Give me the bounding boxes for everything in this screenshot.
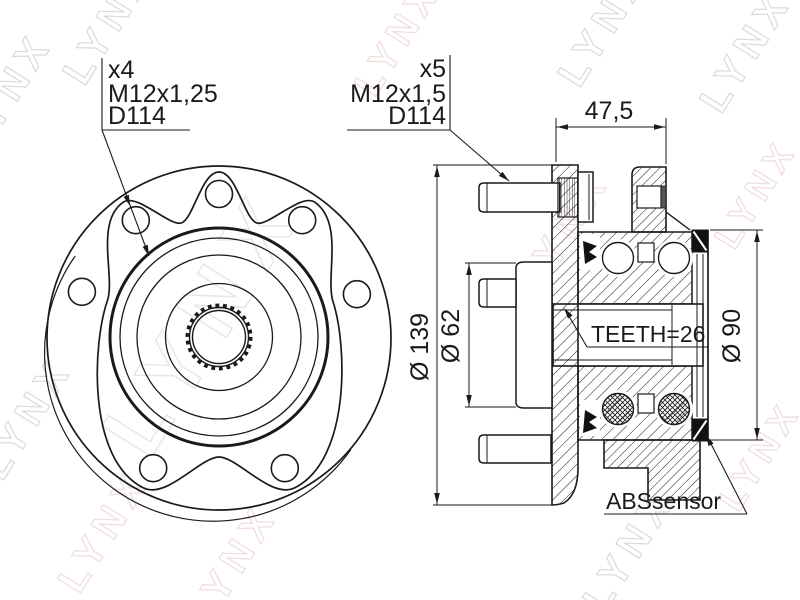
flange-lobe-contour	[96, 171, 343, 491]
hub-pilot-ring-inner	[119, 237, 319, 437]
dimension-lines	[433, 118, 763, 506]
callout-arrows	[123, 171, 714, 447]
dim-pilot-d: Ø 62	[437, 309, 465, 363]
pilot-spigot	[515, 261, 553, 409]
leader-x4	[101, 129, 150, 257]
watermark-text: LYNX	[692, 0, 800, 120]
bolt-hole-right	[342, 279, 372, 309]
hub-face-circle	[136, 254, 302, 420]
flange-section	[551, 164, 579, 506]
ring-shoulder-line	[665, 211, 691, 231]
cage-top	[637, 242, 655, 263]
spline-teeth-ring	[185, 303, 253, 371]
cage-bottom	[637, 393, 655, 414]
right-bolt-pcd: D114	[388, 102, 446, 130]
callout-lines	[101, 55, 748, 515]
bolt-hole-upper-right	[287, 205, 317, 235]
wheel-studs	[478, 171, 594, 464]
seal-square-slash	[692, 230, 708, 252]
hub-front-view	[44, 165, 392, 522]
knuckle-bolt-thread	[660, 185, 667, 209]
bolt-hole-lower-right	[270, 453, 300, 483]
dimension-arrows	[434, 124, 760, 504]
dim-flange-od: Ø 139	[406, 313, 434, 381]
bolt-holes	[67, 179, 372, 483]
drawing-text: x4 M12x1,25 D114 x5 M12x1,5 D114 47,5 Ø …	[108, 55, 746, 514]
right-bolt-thread: M12x1,5	[350, 80, 446, 108]
watermark-text: LYNX	[550, 0, 659, 94]
watermark-text: LYNX	[84, 168, 323, 472]
watermark-text: LYNX	[706, 131, 800, 255]
left-bolt-pcd: D114	[108, 102, 166, 130]
watermark-text: LYNX	[0, 349, 81, 487]
flange-outer-circle	[46, 165, 392, 511]
leader-abs	[707, 437, 748, 515]
bolt-hole-left	[67, 277, 97, 307]
flange-chamfer-arc	[44, 255, 352, 522]
bearing-seal-top-left	[583, 241, 597, 264]
left-bolt-count: x4	[108, 56, 135, 84]
callout-teeth: TEETH=26	[591, 321, 705, 347]
stud-top-knurl	[557, 177, 579, 218]
hub-section-view	[478, 164, 709, 506]
stud-top-head	[577, 171, 594, 223]
left-bolt-thread: M12x1,25	[108, 80, 218, 108]
stud-bottom-shank	[478, 434, 552, 464]
bearing-ball-bottom-right	[657, 392, 691, 426]
dim-hub-width: 47,5	[585, 97, 634, 125]
leader-x5	[449, 129, 510, 182]
bearing-ball-top-right	[657, 241, 691, 275]
spline-bore-circle	[191, 309, 247, 365]
watermark-text: LYNX	[710, 393, 800, 517]
bolt-hole-top	[204, 179, 234, 209]
watermark-text: LYNX	[0, 24, 61, 162]
hub-pilot-ring-bold	[108, 226, 330, 448]
stud-middle-shank	[478, 278, 517, 308]
dim-bearing-od: Ø 90	[718, 309, 746, 363]
bearing-ball-bottom-left	[601, 392, 635, 426]
bearing-seal-bottom-left	[583, 410, 597, 433]
seal-gap-top	[580, 234, 600, 270]
bearing-ball-top-left	[601, 241, 635, 275]
knuckle-bolt-hole	[636, 185, 662, 209]
stud-top-shank	[478, 182, 561, 213]
watermark-text: LYNX	[50, 462, 159, 600]
seal-square-slash	[692, 419, 708, 441]
hub-boss-circle	[164, 282, 274, 392]
right-bolt-count: x5	[420, 55, 446, 83]
bolt-hole-lower-left	[138, 453, 168, 483]
callout-abs-sensor: ABSsensor	[606, 488, 721, 514]
outer-seals	[691, 229, 709, 442]
